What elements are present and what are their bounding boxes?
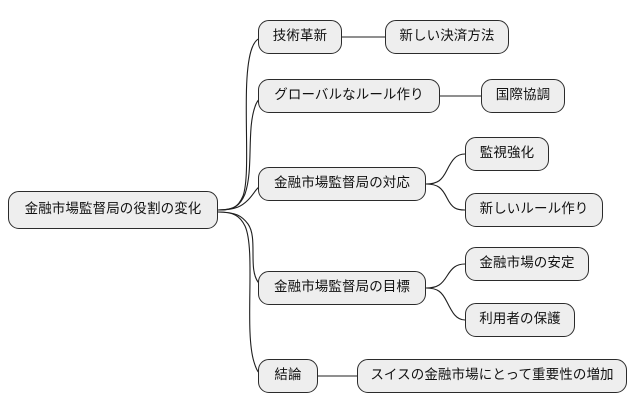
node-label: 金融市場監督局の対応 xyxy=(274,175,410,192)
branch-node-branch-5[interactable]: 結論 xyxy=(258,359,318,393)
node-label: 利用者の保護 xyxy=(479,311,561,328)
branch-node-branch-3[interactable]: 金融市場監督局の対応 xyxy=(258,167,426,201)
leaf-node-leaf-4-2[interactable]: 利用者の保護 xyxy=(465,303,575,337)
leaf-node-leaf-3-1[interactable]: 監視強化 xyxy=(465,137,549,171)
node-label: 監視強化 xyxy=(479,145,535,162)
root-node-root[interactable]: 金融市場監督局の役割の変化 xyxy=(8,191,218,229)
node-label: 金融市場監督局の目標 xyxy=(274,279,410,296)
branch-node-branch-1[interactable]: 技術革新 xyxy=(258,20,342,54)
leaf-node-leaf-4-1[interactable]: 金融市場の安定 xyxy=(465,247,589,281)
connector-edge-branch-4-leaf-4-1 xyxy=(425,263,466,289)
connector-edge-branch-3-leaf-3-1 xyxy=(425,153,466,185)
node-label: スイスの金融市場にとって重要性の増加 xyxy=(370,367,614,384)
node-label: 結論 xyxy=(274,367,302,384)
node-label: グローバルなルール作り xyxy=(274,87,424,104)
leaf-node-leaf-3-2[interactable]: 新しいルール作り xyxy=(465,193,603,227)
leaf-node-leaf-5-1[interactable]: スイスの金融市場にとって重要性の増加 xyxy=(357,359,627,393)
leaf-node-leaf-2-1[interactable]: 国際協調 xyxy=(481,79,565,113)
branch-node-branch-2[interactable]: グローバルなルール作り xyxy=(258,79,440,113)
leaf-node-leaf-1-1[interactable]: 新しい決済方法 xyxy=(385,20,509,54)
node-label: 新しいルール作り xyxy=(479,201,589,218)
node-label: 新しい決済方法 xyxy=(399,28,495,45)
connector-edge-branch-3-leaf-3-2 xyxy=(425,183,466,211)
node-label: 国際協調 xyxy=(495,87,551,104)
node-label: 技術革新 xyxy=(272,28,328,45)
branch-node-branch-4[interactable]: 金融市場監督局の目標 xyxy=(258,271,426,305)
connector-edge-branch-4-leaf-4-2 xyxy=(425,287,466,321)
node-label: 金融市場の安定 xyxy=(479,255,575,272)
node-label: 金融市場監督局の役割の変化 xyxy=(24,201,202,218)
